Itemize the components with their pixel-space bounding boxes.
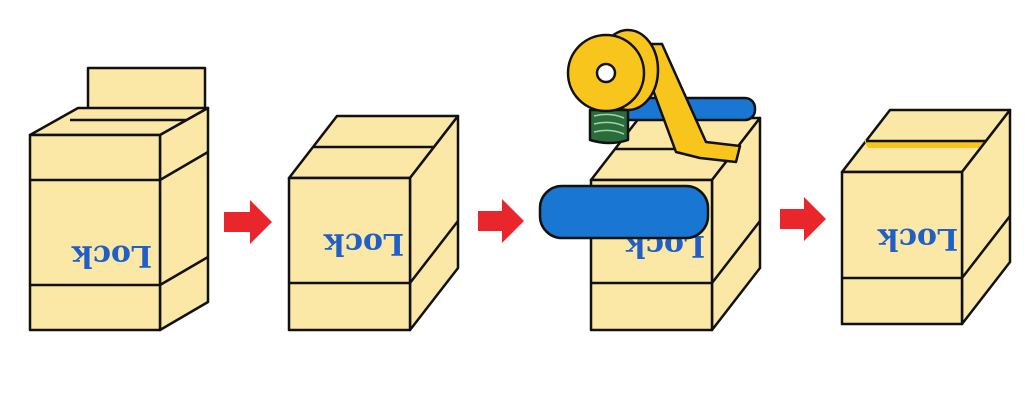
brush <box>588 108 630 145</box>
box-label-1: Lock <box>71 238 152 273</box>
arrow-right-3 <box>780 197 826 241</box>
box-right-side <box>158 106 210 332</box>
arrow-right-1 <box>224 200 272 244</box>
arrow-right-2 <box>478 199 524 243</box>
tape-roll-hub <box>595 62 617 84</box>
front-roller <box>538 184 710 240</box>
tape-strip <box>634 42 742 164</box>
box-label-4: Lock <box>877 221 958 256</box>
step-4-sealed-box: Lock <box>840 108 1012 326</box>
box-front <box>28 133 162 332</box>
box-label-2: Lock <box>323 226 404 261</box>
step-1-open-box: Lock <box>28 66 210 332</box>
box-front <box>287 176 412 332</box>
step-3-taping: Lock <box>538 28 762 332</box>
box-front <box>840 170 964 326</box>
step-2-closed-box: Lock <box>287 114 460 332</box>
